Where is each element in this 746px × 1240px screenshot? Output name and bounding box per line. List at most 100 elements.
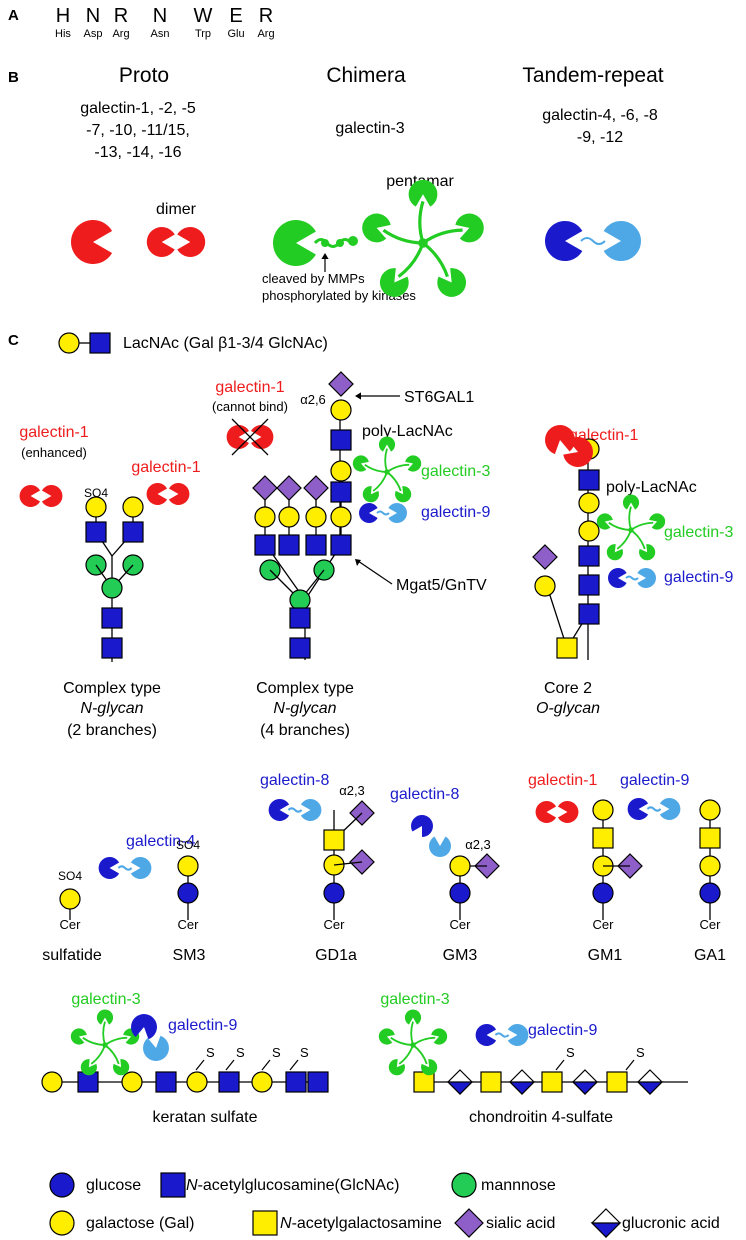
galectin-dimer-right-crd xyxy=(41,485,63,507)
glcnac-square xyxy=(578,603,600,625)
galectin-dimer-left-crd xyxy=(146,483,168,506)
nglycan4-line3: (4 branches) xyxy=(260,722,350,739)
galectin-dimer-left-crd xyxy=(535,801,557,824)
pentamer-crd xyxy=(408,179,438,207)
pentamer-crd xyxy=(437,268,467,297)
tandem-members-1: galectin-4, -6, -8 xyxy=(542,107,658,124)
pentamer-tail xyxy=(384,448,388,473)
alpha23-label-2: α2,3 xyxy=(465,837,491,852)
chimera-title: Chimera xyxy=(326,64,406,87)
pentamer-crd xyxy=(395,486,412,503)
cer-gm3: Cer xyxy=(450,917,472,932)
galectin-4-label: galectin-4 xyxy=(126,833,195,850)
pentamer-tail xyxy=(422,228,463,245)
cannot-bind-label: (cannot bind) xyxy=(212,399,288,414)
arrow-head xyxy=(321,253,329,259)
panel-b-drawings xyxy=(71,179,642,297)
galnac-square xyxy=(323,829,345,851)
proto-members-3: -13, -14, -16 xyxy=(94,144,181,161)
pentamer-crd xyxy=(431,1028,448,1045)
cer-gm1: Cer xyxy=(593,917,615,932)
lipid-ga1: GA1 xyxy=(694,947,726,964)
sulfate-label: S xyxy=(236,1045,245,1060)
mgat5-arrow-line xyxy=(357,560,393,585)
galactose-circle xyxy=(330,399,352,421)
nglycan2-line3: (2 branches) xyxy=(67,722,157,739)
sialic-acid-diamond xyxy=(276,475,302,501)
residue-code: R xyxy=(259,5,273,27)
pentamer-crd xyxy=(80,1059,97,1076)
residue-name: Arg xyxy=(112,28,129,40)
mannose-circle xyxy=(289,589,311,611)
pentamer-crd xyxy=(606,544,623,561)
tandem-linker xyxy=(287,807,303,813)
residue-name: His xyxy=(55,28,71,40)
galectin-3-label-1: galectin-3 xyxy=(421,463,490,480)
pentamer-crd xyxy=(379,268,409,297)
pentamer-crd xyxy=(352,455,369,472)
glcnac-square xyxy=(218,1071,240,1093)
pentamer-tail xyxy=(412,1044,428,1065)
galectin-dimer-left-crd xyxy=(146,227,175,257)
galectin-9-label-2: galectin-9 xyxy=(664,569,733,586)
glucuronic-acid-half xyxy=(508,1081,536,1095)
galectin-8-label-1: galectin-8 xyxy=(260,772,329,789)
pentamer-tail xyxy=(422,241,449,278)
galnac-square xyxy=(541,1071,563,1093)
glcnac-square xyxy=(254,534,276,556)
pentamer-crd xyxy=(622,494,640,510)
pentamer-tail xyxy=(397,242,425,278)
arrow-head xyxy=(355,559,361,566)
galactose-circle xyxy=(41,1071,63,1093)
galactose-circle xyxy=(177,855,199,877)
tandem-linker xyxy=(117,865,133,871)
sulfate-label: S xyxy=(566,1045,575,1060)
glcnac-square xyxy=(330,429,352,451)
sulfate-link xyxy=(225,1059,235,1071)
arrow-head xyxy=(355,392,361,400)
proto-members-1: galectin-1, -2, -5 xyxy=(80,100,196,117)
glcnac-square xyxy=(85,521,107,543)
chimera-monomer-icon xyxy=(273,219,316,267)
galactose-circle xyxy=(254,506,276,528)
tandem-crd-2 xyxy=(637,568,656,588)
galectin-9-label-ks: galectin-9 xyxy=(168,1017,237,1034)
pentamer-tail xyxy=(630,529,646,550)
galectin-9-label-cs: galectin-9 xyxy=(528,1022,597,1039)
chimera-tail-bead xyxy=(336,239,344,247)
pentamer-tail xyxy=(386,471,402,492)
residue-name: Asp xyxy=(84,28,103,40)
legend-galactose-icon xyxy=(49,1210,75,1236)
legend-glucose-label: glucose xyxy=(86,1177,141,1194)
galactose-circle xyxy=(578,520,600,542)
legend-sialic-icon xyxy=(454,1208,484,1238)
galactose-circle xyxy=(699,799,721,821)
alpha26-label: α2,6 xyxy=(300,392,326,407)
glcnac-square xyxy=(289,607,311,629)
residue-code: R xyxy=(114,5,128,27)
glucuronic-acid-half xyxy=(571,1081,599,1095)
glycosidic-link xyxy=(333,861,363,866)
legend-glcnac-label: N-acetylglucosamine(GlcNAc) xyxy=(186,1177,399,1194)
sialic-acid-diamond xyxy=(252,475,278,501)
so4-label-sulfatide: SO4 xyxy=(58,869,82,883)
tandem-linker xyxy=(494,1032,510,1038)
so4-label-2branch: SO4 xyxy=(84,486,108,500)
pentamer-tail xyxy=(372,471,388,492)
residue-code: H xyxy=(56,5,70,27)
galactose-circle xyxy=(121,1071,143,1093)
galactose-circle xyxy=(592,799,614,821)
mannose-circle xyxy=(101,577,123,599)
glcnac-square xyxy=(89,332,111,354)
galnac-square xyxy=(480,1071,502,1093)
galnac-square xyxy=(592,827,614,849)
tandem-linker xyxy=(580,237,606,245)
pentamer-tail xyxy=(628,506,632,531)
galnac-square xyxy=(699,827,721,849)
tandem-members-2: -9, -12 xyxy=(577,129,623,146)
lipid-gm1: GM1 xyxy=(588,947,623,964)
ks-galectin-crd-1 xyxy=(130,1014,157,1040)
chimera-members: galectin-3 xyxy=(335,120,404,137)
galectin-1-enhanced-label: galectin-1 xyxy=(19,424,88,441)
